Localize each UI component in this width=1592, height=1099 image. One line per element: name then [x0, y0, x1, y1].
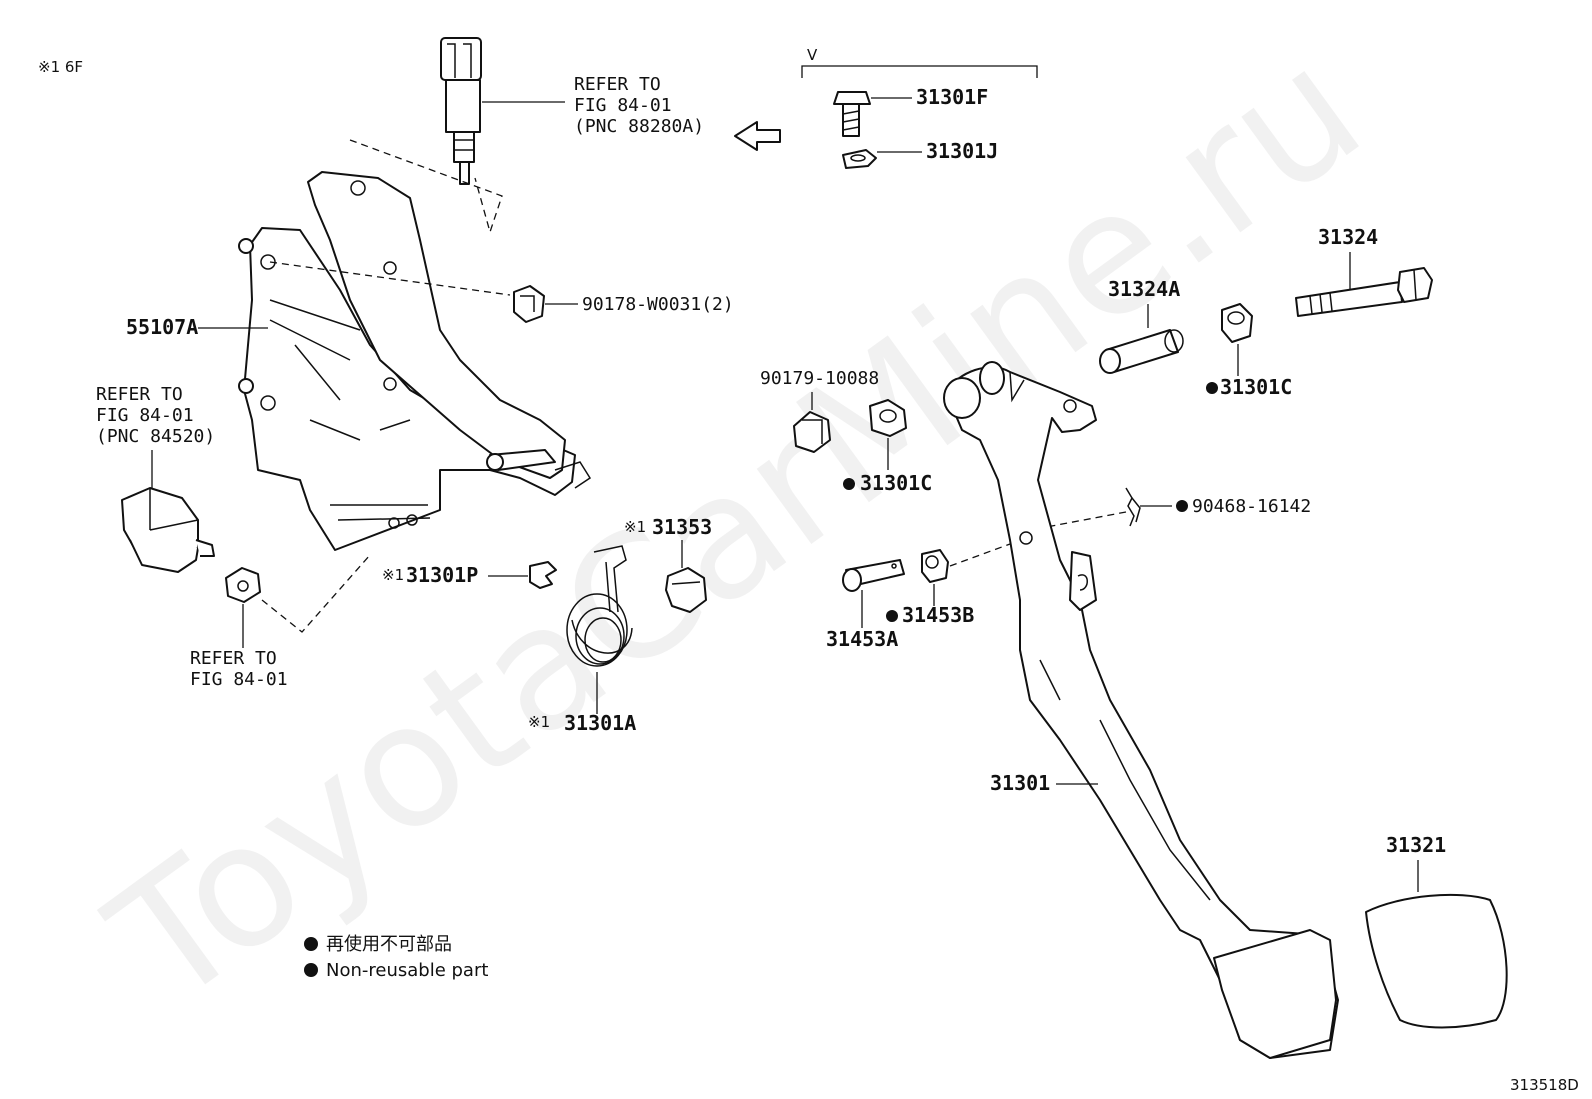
clutch-switch-drawing: [440, 37, 482, 185]
label-31301J: 31301J: [926, 139, 998, 163]
label-31321: 31321: [1386, 833, 1446, 857]
bushing-31301C-mid-drawing: [869, 399, 907, 437]
label-31301P: 31301P: [406, 563, 478, 587]
diagram-code: 313518D: [1510, 1076, 1579, 1094]
legend-dot-en: [304, 963, 318, 977]
nut-90178-drawing: [513, 285, 545, 323]
legend-dot-ja: [304, 937, 318, 951]
nonreusable-dot-31301C-mid: [843, 478, 855, 490]
label-90468: 90468-16142: [1192, 496, 1311, 517]
pedal-arm-drawing: [943, 361, 1339, 1059]
label-31301: 31301: [990, 771, 1050, 795]
label-31301C-right: 31301C: [1220, 375, 1292, 399]
refer-8452-line2: FIG 84-01: [96, 405, 194, 426]
refer-8452-line3: (PNC 84520): [96, 426, 215, 447]
label-90179: 90179-10088: [760, 368, 879, 389]
refer-nut: REFER TO FIG 84-01: [190, 648, 288, 690]
label-31301F: 31301F: [916, 85, 988, 109]
pin-31453A-drawing: [842, 559, 905, 592]
header-note: ※1 6F: [38, 58, 83, 76]
refer-nut-line1: REFER TO: [190, 648, 277, 669]
clip-90468-drawing: [1125, 487, 1141, 527]
label-31353: 31353: [652, 515, 712, 539]
label-31324: 31324: [1318, 225, 1378, 249]
clutch-sensor-drawing: [121, 487, 215, 573]
marker-31301P: ※1: [382, 566, 404, 584]
collar-31324A-drawing: [1099, 329, 1184, 374]
label-55107A: 55107A: [126, 315, 198, 339]
refer-8452: REFER TO FIG 84-01 (PNC 84520): [96, 384, 215, 447]
legend-ja: 再使用不可部品: [326, 934, 452, 955]
pedal-bracket-drawing: [238, 171, 592, 551]
bushing-31301C-right-drawing: [1221, 303, 1253, 343]
legend-en: Non-reusable part: [326, 960, 488, 981]
arrow-left-icon: [734, 121, 781, 151]
bracket-line: [801, 65, 1038, 78]
bolt-31301F-drawing: [833, 91, 871, 137]
refer-nut-line2: FIG 84-01: [190, 669, 288, 690]
label-31453B: 31453B: [902, 603, 974, 627]
refer-8428-line1: REFER TO: [574, 74, 661, 95]
refer-8428: REFER TO FIG 84-01 (PNC 88280A): [574, 74, 704, 137]
nut-31301J-drawing: [842, 149, 877, 169]
label-31301A: 31301A: [564, 711, 636, 735]
refer-8428-line2: FIG 84-01: [574, 95, 672, 116]
bolt-31324-drawing: [1295, 267, 1433, 317]
label-31301C-mid: 31301C: [860, 471, 932, 495]
label-31453A: 31453A: [826, 627, 898, 651]
marker-31353: ※1: [624, 518, 646, 536]
bracket-marker: V: [807, 46, 818, 64]
nonreusable-dot-90468: [1176, 500, 1188, 512]
label-31324A: 31324A: [1108, 277, 1180, 301]
pedal-pad-drawing: [1365, 893, 1508, 1029]
nut-90179-drawing: [793, 411, 831, 453]
nonreusable-dot-31301C-right: [1206, 382, 1218, 394]
cushion-31353-drawing: [665, 567, 707, 613]
refer-8428-line3: (PNC 88280A): [574, 116, 704, 137]
marker-31301A: ※1: [528, 713, 550, 731]
clip-31301P-drawing: [529, 561, 557, 589]
refer-8452-line1: REFER TO: [96, 384, 183, 405]
bushing-31453B-drawing: [921, 549, 949, 583]
spring-31301A-drawing: [566, 545, 633, 667]
nut-refer-drawing: [225, 567, 261, 603]
nonreusable-dot-31453B: [886, 610, 898, 622]
label-90178: 90178-W0031(2): [582, 294, 734, 315]
